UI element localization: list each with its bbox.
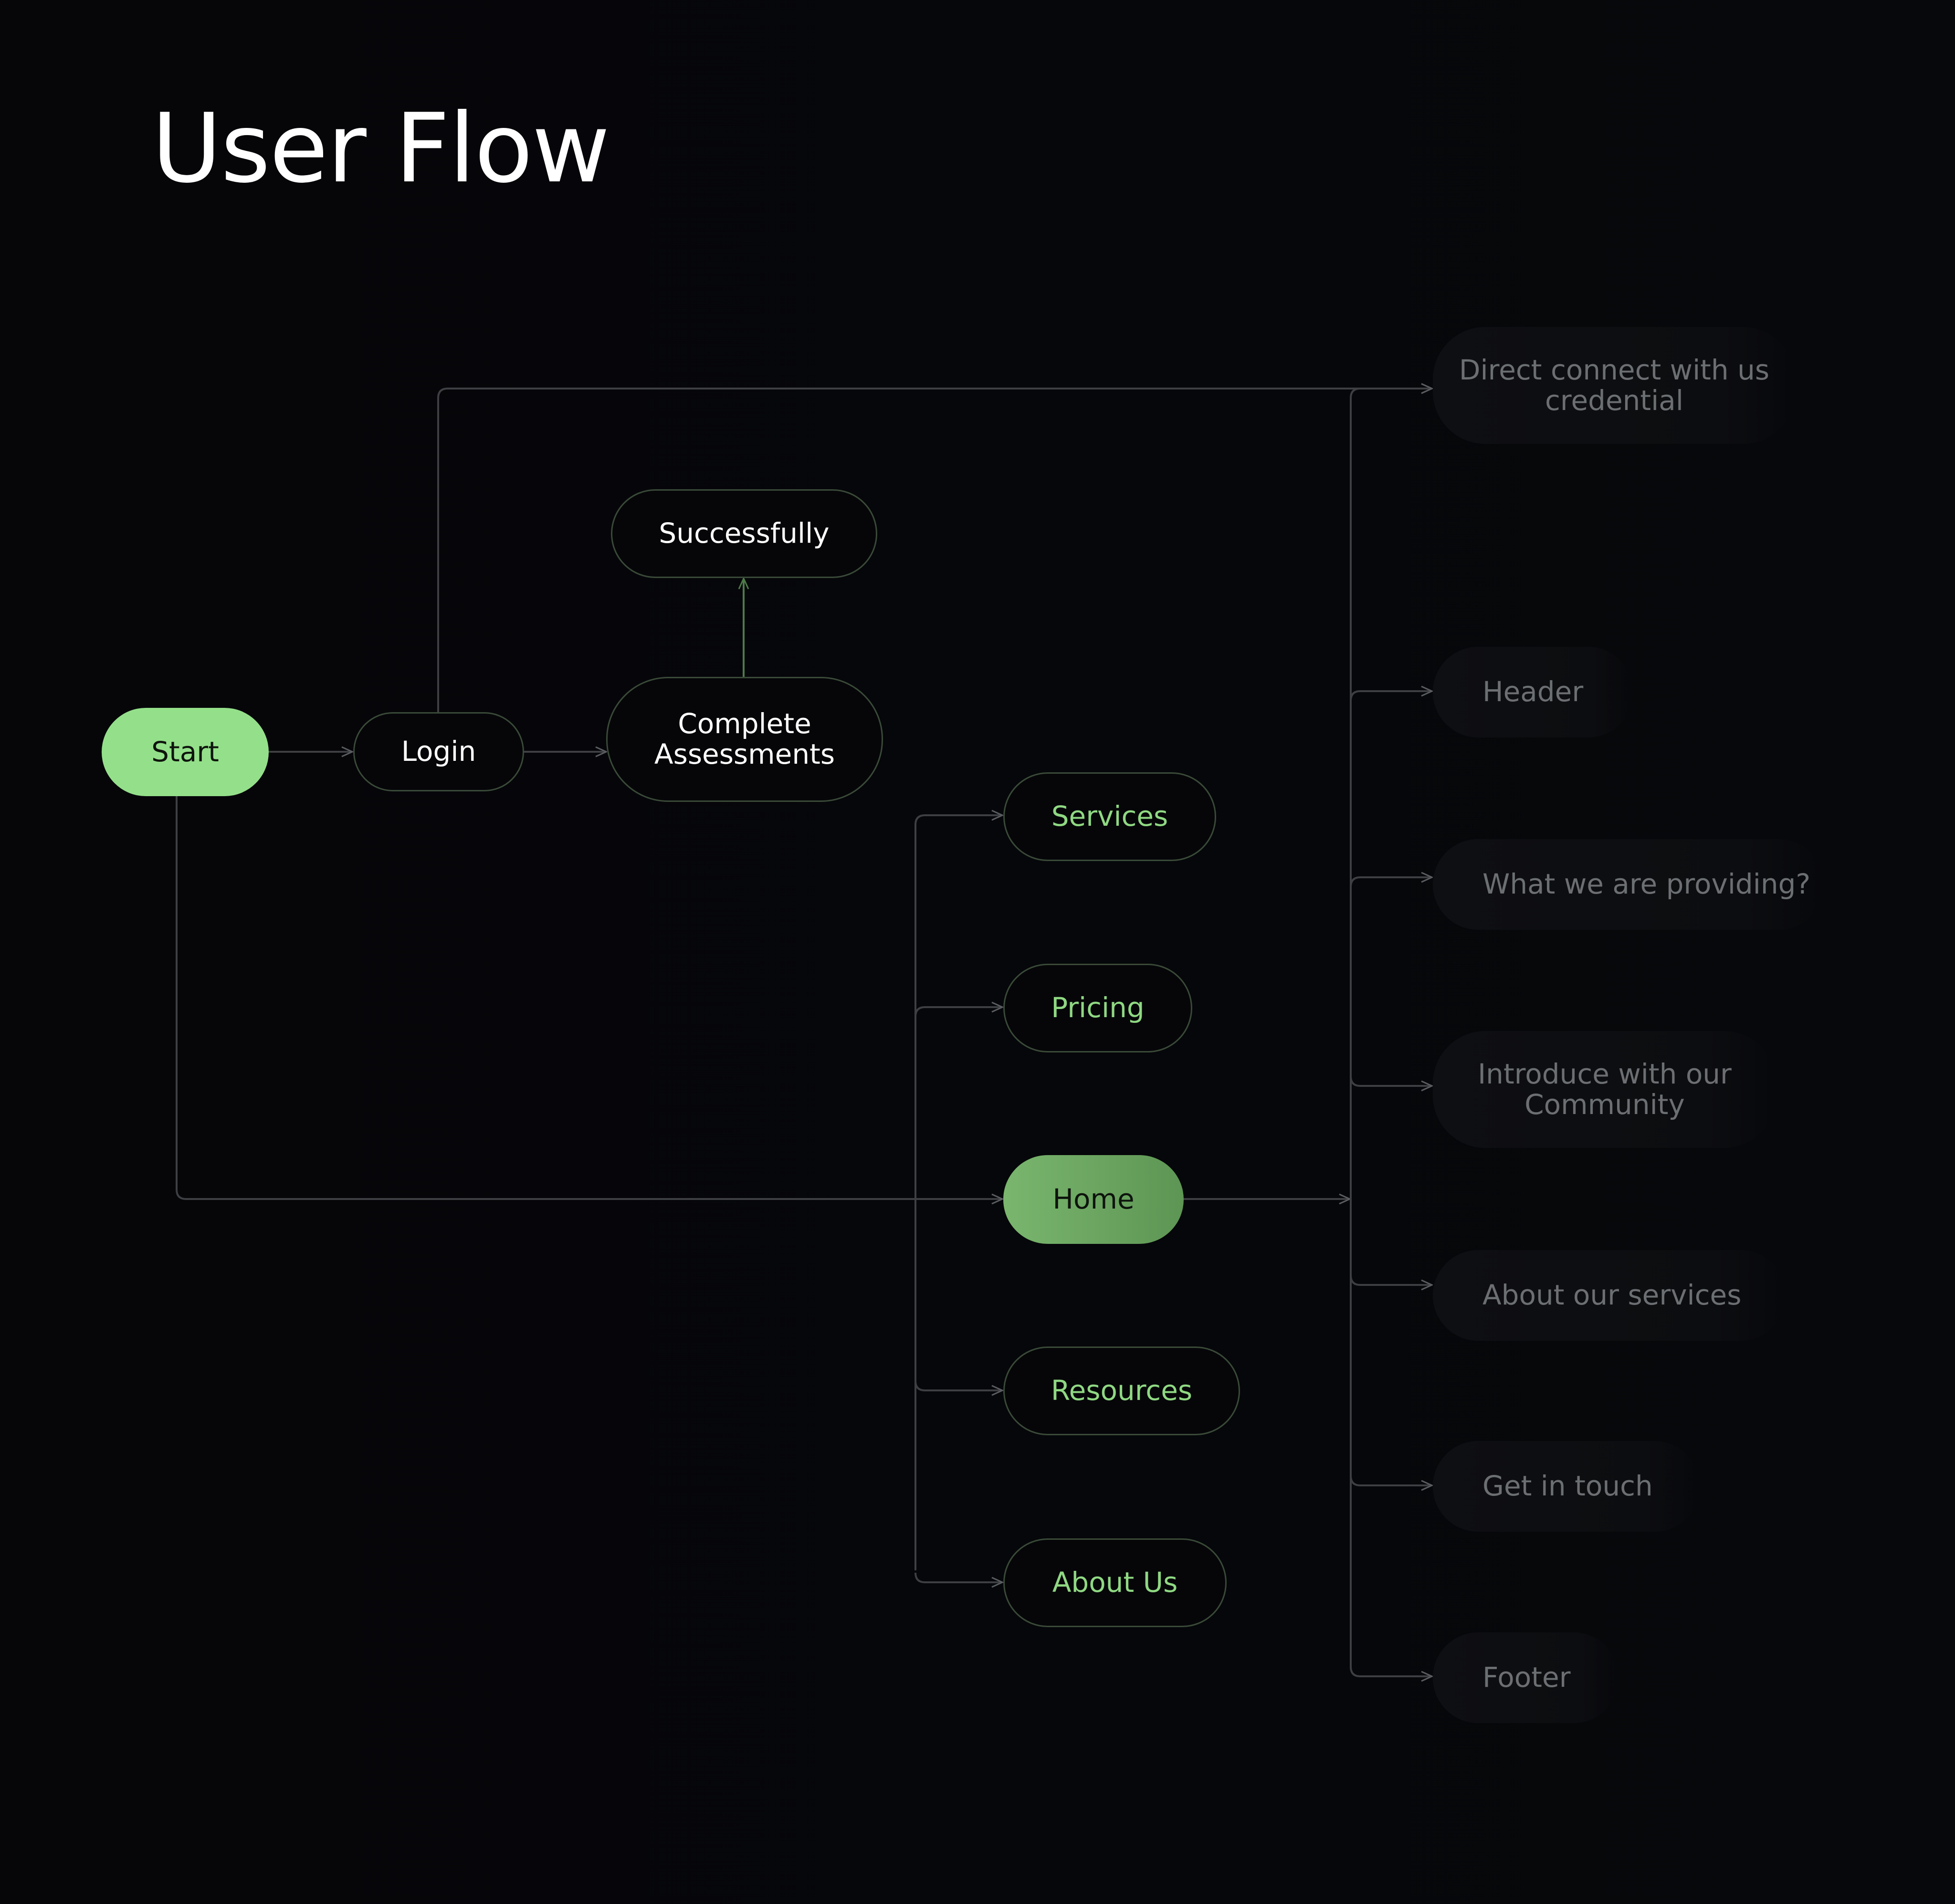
edge-login-credential xyxy=(437,389,1432,712)
complete-assessments-label: Complete Assessments xyxy=(654,707,835,770)
section-footer-node[interactable]: Footer xyxy=(1433,1632,1619,1723)
successfully-node[interactable]: Successfully xyxy=(611,489,877,578)
edge-sec-footer xyxy=(1350,1666,1432,1676)
section-providing-node[interactable]: What we are providing? xyxy=(1433,839,1824,930)
edge-menu-resources xyxy=(914,1380,1002,1390)
about-us-node[interactable]: About Us xyxy=(1003,1538,1227,1627)
edge-menu-services xyxy=(914,815,1002,825)
login-node[interactable]: Login xyxy=(353,712,524,791)
section-about-services-node[interactable]: About our services xyxy=(1433,1250,1786,1341)
edge-menu-pricing xyxy=(914,1007,1002,1017)
section-credential-node[interactable]: Direct connect with us credential xyxy=(1433,327,1796,444)
pricing-node[interactable]: Pricing xyxy=(1003,964,1192,1052)
edge-credential-join xyxy=(1350,389,1432,399)
start-node[interactable]: Start xyxy=(102,708,269,796)
resources-node[interactable]: Resources xyxy=(1003,1346,1240,1435)
services-node[interactable]: Services xyxy=(1003,772,1216,861)
section-get-in-touch-node[interactable]: Get in touch xyxy=(1433,1441,1700,1532)
edge-menu-about xyxy=(914,1572,1002,1582)
complete-assessments-node[interactable]: Complete Assessments xyxy=(606,677,883,802)
section-header-node[interactable]: Header xyxy=(1433,647,1633,737)
edge-sec-about-services xyxy=(1350,1275,1432,1285)
home-node[interactable]: Home xyxy=(1003,1155,1184,1244)
edge-sec-get-in-touch xyxy=(1350,1475,1432,1485)
edge-sec-providing xyxy=(1350,877,1432,887)
edge-sec-community xyxy=(1350,1076,1432,1086)
section-credential-label: Direct connect with us credential xyxy=(1459,353,1770,417)
edge-start-home xyxy=(176,796,1002,1199)
edge-sec-header xyxy=(1350,691,1432,701)
section-community-label: Introduce with our Community xyxy=(1478,1057,1732,1121)
section-community-node[interactable]: Introduce with our Community xyxy=(1433,1031,1776,1148)
page-title: User Flow xyxy=(152,93,610,204)
